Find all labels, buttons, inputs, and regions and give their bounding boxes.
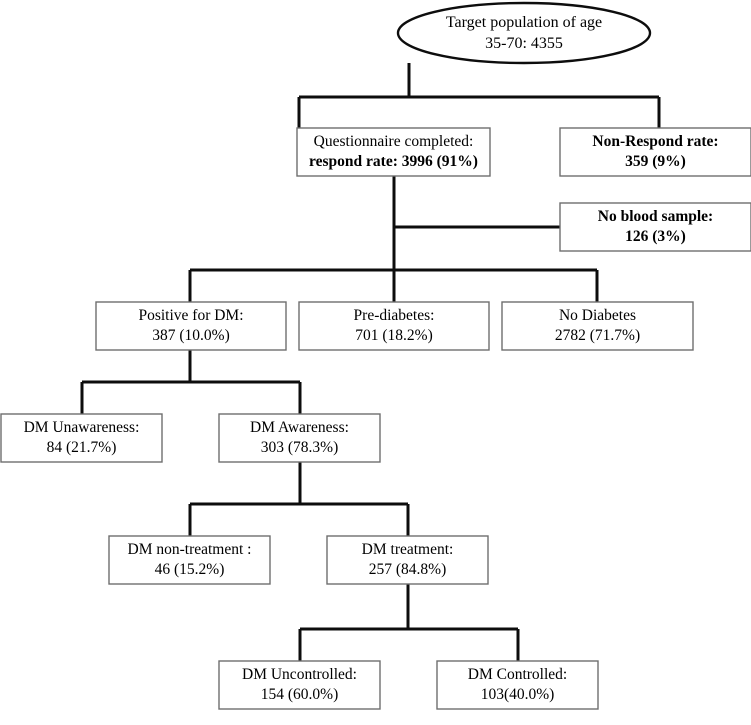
node-shape-no-diabetes bbox=[501, 301, 694, 351]
node-shape-dm-awareness bbox=[218, 413, 381, 463]
connector-layer bbox=[80, 63, 661, 661]
node-shape-dm-non-treatment bbox=[108, 535, 271, 585]
node-shape-dm-controlled bbox=[436, 660, 599, 710]
node-shape-pre-diabetes bbox=[298, 301, 490, 351]
node-shape-no-blood-sample bbox=[559, 202, 751, 252]
node-shape-layer bbox=[0, 1, 751, 710]
node-shape-positive-for-dm bbox=[95, 301, 287, 351]
node-shape-questionnaire-completed bbox=[296, 127, 491, 177]
node-shape-dm-treatment bbox=[326, 535, 489, 585]
node-shape-non-respond-rate bbox=[559, 127, 751, 177]
node-shape-dm-uncontrolled bbox=[218, 660, 381, 710]
node-shape-target-population bbox=[396, 1, 652, 65]
node-shape-dm-unawareness bbox=[0, 413, 163, 463]
